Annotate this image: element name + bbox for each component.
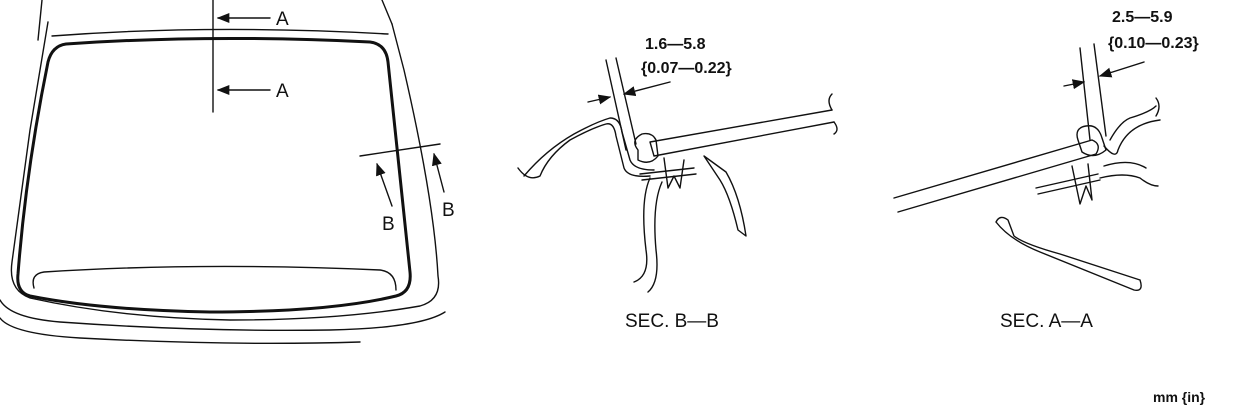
sec-aa-title: SEC. A—A bbox=[1000, 311, 1093, 332]
section-b-arrow-left bbox=[376, 162, 393, 207]
sec-bb-body-panel-inner bbox=[523, 117, 655, 177]
sec-bb-molding bbox=[634, 132, 659, 163]
section-b-marker-right: B bbox=[442, 200, 455, 221]
sec-bb-dimension-arrow bbox=[587, 94, 612, 105]
body-lower-contour-2 bbox=[0, 317, 361, 345]
sec-bb-leader bbox=[622, 81, 671, 97]
pillar-right bbox=[381, 0, 393, 25]
sec-bb-extension-2 bbox=[615, 57, 637, 145]
sec-aa-extension-1 bbox=[1079, 47, 1091, 141]
windshield-overview: A A B B bbox=[0, 0, 455, 345]
units-label: mm {in} bbox=[1153, 389, 1206, 405]
sec-bb-glass-edge bbox=[828, 93, 838, 135]
sec-aa-glass bbox=[893, 139, 1099, 213]
section-a-marker-top: A bbox=[276, 9, 289, 30]
sec-bb-inner-trim bbox=[633, 177, 663, 293]
sec-aa-molding bbox=[1076, 125, 1107, 157]
section-b-arrow-right bbox=[432, 152, 445, 193]
dashboard-line bbox=[32, 265, 397, 291]
sec-bb-dimension-in: {0.07—0.22} bbox=[641, 60, 732, 77]
sec-bb-glass bbox=[649, 109, 835, 157]
section-b-marker-left: B bbox=[382, 214, 395, 235]
sec-aa-headliner bbox=[995, 216, 1142, 291]
sec-bb-dimension-mm: 1.6—5.8 bbox=[645, 36, 706, 53]
sec-aa-roof-edge bbox=[1155, 97, 1160, 117]
body-lower-contour bbox=[0, 299, 446, 332]
sec-aa-extension-2 bbox=[1093, 43, 1107, 137]
section-a-a-view: 2.5—5.9 {0.10—0.23} SEC. A—A bbox=[893, 9, 1199, 332]
sec-aa-flange bbox=[1035, 173, 1101, 195]
section-a-marker-bottom: A bbox=[276, 81, 289, 102]
sec-bb-body-panel bbox=[517, 123, 651, 179]
sec-aa-dimension-mm: 2.5—5.9 bbox=[1112, 9, 1173, 26]
sec-aa-inner-panel bbox=[1099, 161, 1159, 187]
sec-bb-title: SEC. B—B bbox=[625, 311, 719, 332]
section-b-cut-line bbox=[359, 143, 441, 157]
sec-aa-dimension-in: {0.10—0.23} bbox=[1108, 35, 1199, 52]
sec-aa-dimension-arrow bbox=[1063, 79, 1086, 90]
pillar-left bbox=[37, 0, 43, 41]
sec-bb-flange bbox=[639, 167, 697, 181]
body-outer-contour bbox=[10, 21, 440, 321]
sec-aa-leader bbox=[1098, 61, 1145, 78]
section-b-b-view: 1.6—5.8 {0.07—0.22} SEC. B—B bbox=[517, 36, 838, 332]
sec-aa-clip bbox=[1071, 163, 1093, 205]
windshield-glass bbox=[16, 36, 412, 314]
sec-aa-roof-panel bbox=[1103, 105, 1161, 155]
roof-edge bbox=[51, 28, 389, 37]
sec-bb-garnish bbox=[703, 155, 747, 237]
sec-bb-clip bbox=[663, 157, 685, 189]
